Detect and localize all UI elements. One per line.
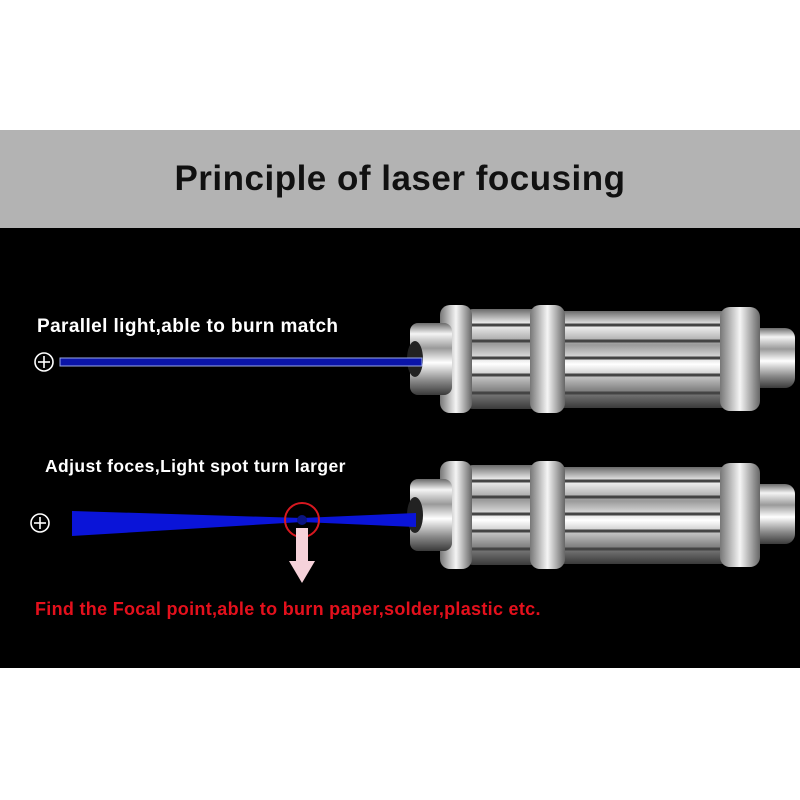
focused-beam	[72, 511, 416, 536]
focal-point-label: Find the Focal point,able to burn paper,…	[35, 599, 541, 619]
header-band: Principle of laser focusing	[0, 130, 800, 228]
diagram-graphics	[30, 303, 797, 583]
laser-pointer-top	[405, 303, 797, 415]
page-title: Principle of laser focusing	[174, 159, 626, 198]
down-arrow-icon	[289, 528, 315, 583]
focal-spot	[297, 515, 307, 525]
diagram-panel: Parallel light,able to burn match Adjust…	[0, 228, 800, 668]
parallel-beam	[59, 357, 423, 367]
parallel-light-label: Parallel light,able to burn match	[37, 316, 339, 337]
adjust-focus-label: Adjust foces,Light spot turn larger	[45, 456, 346, 476]
crosshair-icon	[30, 513, 50, 533]
laser-pointer-bottom	[405, 459, 797, 571]
crosshair-icon	[34, 352, 54, 372]
